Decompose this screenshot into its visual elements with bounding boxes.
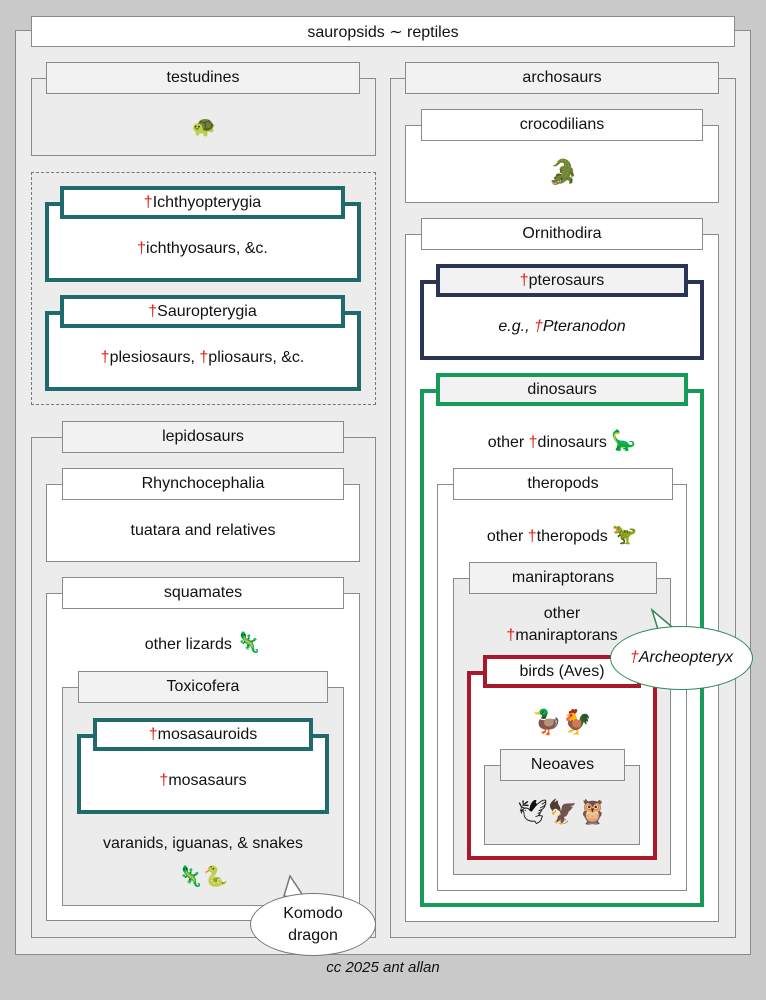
dagger-mark: †: [528, 434, 538, 451]
other-prefix: other: [487, 434, 529, 451]
page-title: sauropsids ∼ reptiles: [31, 16, 735, 47]
dagger-mark: †: [159, 772, 169, 789]
credit-text: cc 2025 ant allan: [326, 959, 440, 976]
mosasaurs-text: †mosasaurs: [77, 772, 329, 790]
other-maniraptorans-line2: †maniraptorans: [453, 627, 671, 645]
rhynchocephalia-label: Rhynchocephalia: [62, 468, 344, 500]
mosasauroids-label: †mosasauroids: [93, 718, 313, 751]
trex-icon: 🦖: [612, 524, 638, 546]
other-dinosaurs-text: dinosaurs: [537, 434, 607, 451]
dagger-mark: †: [533, 318, 543, 335]
other-prefix: other: [486, 528, 528, 545]
squamates-label: squamates: [62, 577, 344, 609]
ichthyosaurs-value: ichthyosaurs, &c.: [146, 240, 268, 257]
sauropterygia-name: Sauropterygia: [157, 302, 257, 320]
dagger-mark: †: [100, 349, 110, 366]
plesiosaurs-value: plesiosaurs,: [109, 349, 200, 366]
archeopteryx-bubble: †Archeopteryx: [610, 626, 753, 690]
eg-text: e.g.,: [498, 318, 534, 335]
mosasauroids-name: mosasauroids: [157, 725, 258, 743]
dinosaurs-label: dinosaurs: [436, 373, 688, 406]
varanids-text: varanids, iguanas, & snakes: [102, 835, 304, 852]
dagger-mark: †: [148, 725, 158, 743]
dagger-mark: †: [143, 193, 153, 211]
pteranodon-value: Pteranodon: [542, 318, 626, 335]
sauropod-icon: 🦕: [611, 430, 637, 452]
pteranodon-text: e.g., †Pteranodon: [420, 318, 704, 336]
sauropterygia-label: †Sauropterygia: [60, 295, 345, 328]
tuatara-text: tuatara and relatives: [130, 522, 276, 539]
theropods-label: theropods: [453, 468, 673, 500]
dagger-mark: †: [199, 349, 209, 366]
lizard-icon: 🦎: [236, 632, 262, 654]
crocodile-icon: 🐊: [548, 159, 578, 186]
dove-eagle-owl-icon: 🕊🦅🦉: [517, 799, 608, 826]
ichthyopterygia-name: Ichthyopterygia: [152, 193, 262, 211]
lepidosaurs-label: lepidosaurs: [62, 421, 344, 453]
dagger-mark: †: [629, 649, 639, 666]
pliosaurs-value: pliosaurs, &c.: [208, 349, 305, 366]
archeopteryx-text: Archeopteryx: [638, 649, 734, 666]
duck-rooster-icon: 🦆🐓: [532, 709, 592, 736]
neoaves-label: Neoaves: [500, 749, 625, 781]
pterosaurs-label: †pterosaurs: [436, 264, 688, 297]
other-lizards-text: other lizards: [144, 636, 232, 653]
crocodilians-label: crocodilians: [421, 109, 703, 141]
other-lizards-row: other lizards 🦎: [46, 630, 360, 655]
other-theropods-text: theropods: [536, 528, 608, 545]
toxicofera-label: Toxicofera: [78, 671, 328, 703]
birds-label: birds (Aves): [483, 655, 641, 688]
ichthyosaurs-text: †ichthyosaurs, &c.: [60, 240, 345, 258]
komodo-dragon-bubble: Komodo dragon: [250, 893, 376, 956]
plesiosaurs-text: †plesiosaurs, †pliosaurs, &c.: [60, 349, 345, 367]
maniraptorans-label: maniraptorans: [469, 562, 657, 594]
turtle-icon: 🐢: [191, 116, 217, 138]
other-dinosaurs-row: other †dinosaurs 🦕: [424, 428, 700, 453]
ornithodira-label: Ornithodira: [421, 218, 703, 250]
mosasaurs-value: mosasaurs: [168, 772, 247, 789]
testudines-label: testudines: [46, 62, 360, 94]
ichthyopterygia-label: †Ichthyopterygia: [60, 186, 345, 219]
pterosaurs-name: pterosaurs: [528, 271, 605, 289]
other-maniraptorans-text: maniraptorans: [515, 627, 618, 644]
dagger-mark: †: [148, 302, 158, 320]
other-theropods-row: other †theropods 🦖: [437, 522, 687, 547]
dagger-mark: †: [506, 627, 516, 644]
lizard-snake-icon: 🦎🐍: [178, 866, 228, 888]
komodo-dragon-text: Komodo dragon: [283, 904, 343, 944]
dagger-mark: †: [137, 240, 147, 257]
other-maniraptorans-line1: other: [543, 605, 581, 622]
archosaurs-label: archosaurs: [405, 62, 719, 94]
dagger-mark: †: [527, 528, 537, 545]
dagger-mark: †: [519, 271, 529, 289]
